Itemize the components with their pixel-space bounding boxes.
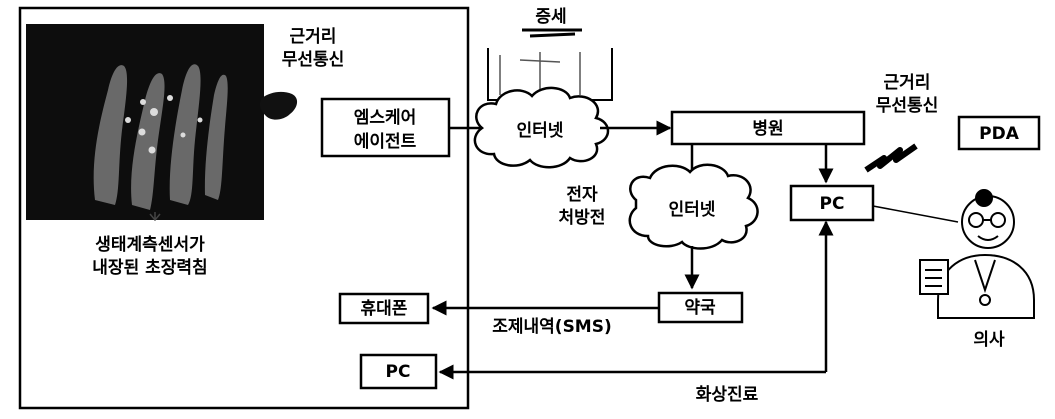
dispense-sms-label: 조제내역(SMS) [492,317,612,337]
pc-left-label: PC [386,362,411,382]
pharmacy-label: 약국 [684,297,716,318]
mobile-phone-label: 휴대폰 [361,298,408,319]
pc-right-label: PC [820,194,845,214]
hospital-label: 병원 [752,119,783,139]
near-wireless-left-line2: 무선통신 [282,50,345,70]
bandage-caption-line2: 내장된 초장력침 [92,257,207,278]
near-wireless-left-line1: 근거리 [290,27,337,47]
near-wireless-right-line1: 근거리 [884,73,931,93]
near-wireless-right-line2: 무선통신 [876,96,939,116]
pda-label: PDA [979,124,1020,144]
mscare-agent-line2: 에이전트 [354,132,417,152]
internet-mid-label: 인터넷 [669,200,716,220]
e-prescription-line2: 처방전 [559,208,606,228]
e-prescription-line1: 전자 [566,185,598,205]
sensor-photo [26,24,264,220]
symptom-label: 증세 [535,7,566,27]
bandage-caption-line1: 생태계측센서가 [95,235,205,255]
mscare-agent-line1: 엠스케어 [354,108,417,128]
wireless-zigzag-icon [866,146,916,170]
video-consult-label: 화상진료 [696,385,759,405]
pc-to-doctor-line [873,206,958,222]
doctor-illustration [920,190,1034,318]
signal-blot-left [260,92,297,120]
doctor-label: 의사 [973,330,1005,350]
internet-top-label: 인터넷 [517,121,564,141]
